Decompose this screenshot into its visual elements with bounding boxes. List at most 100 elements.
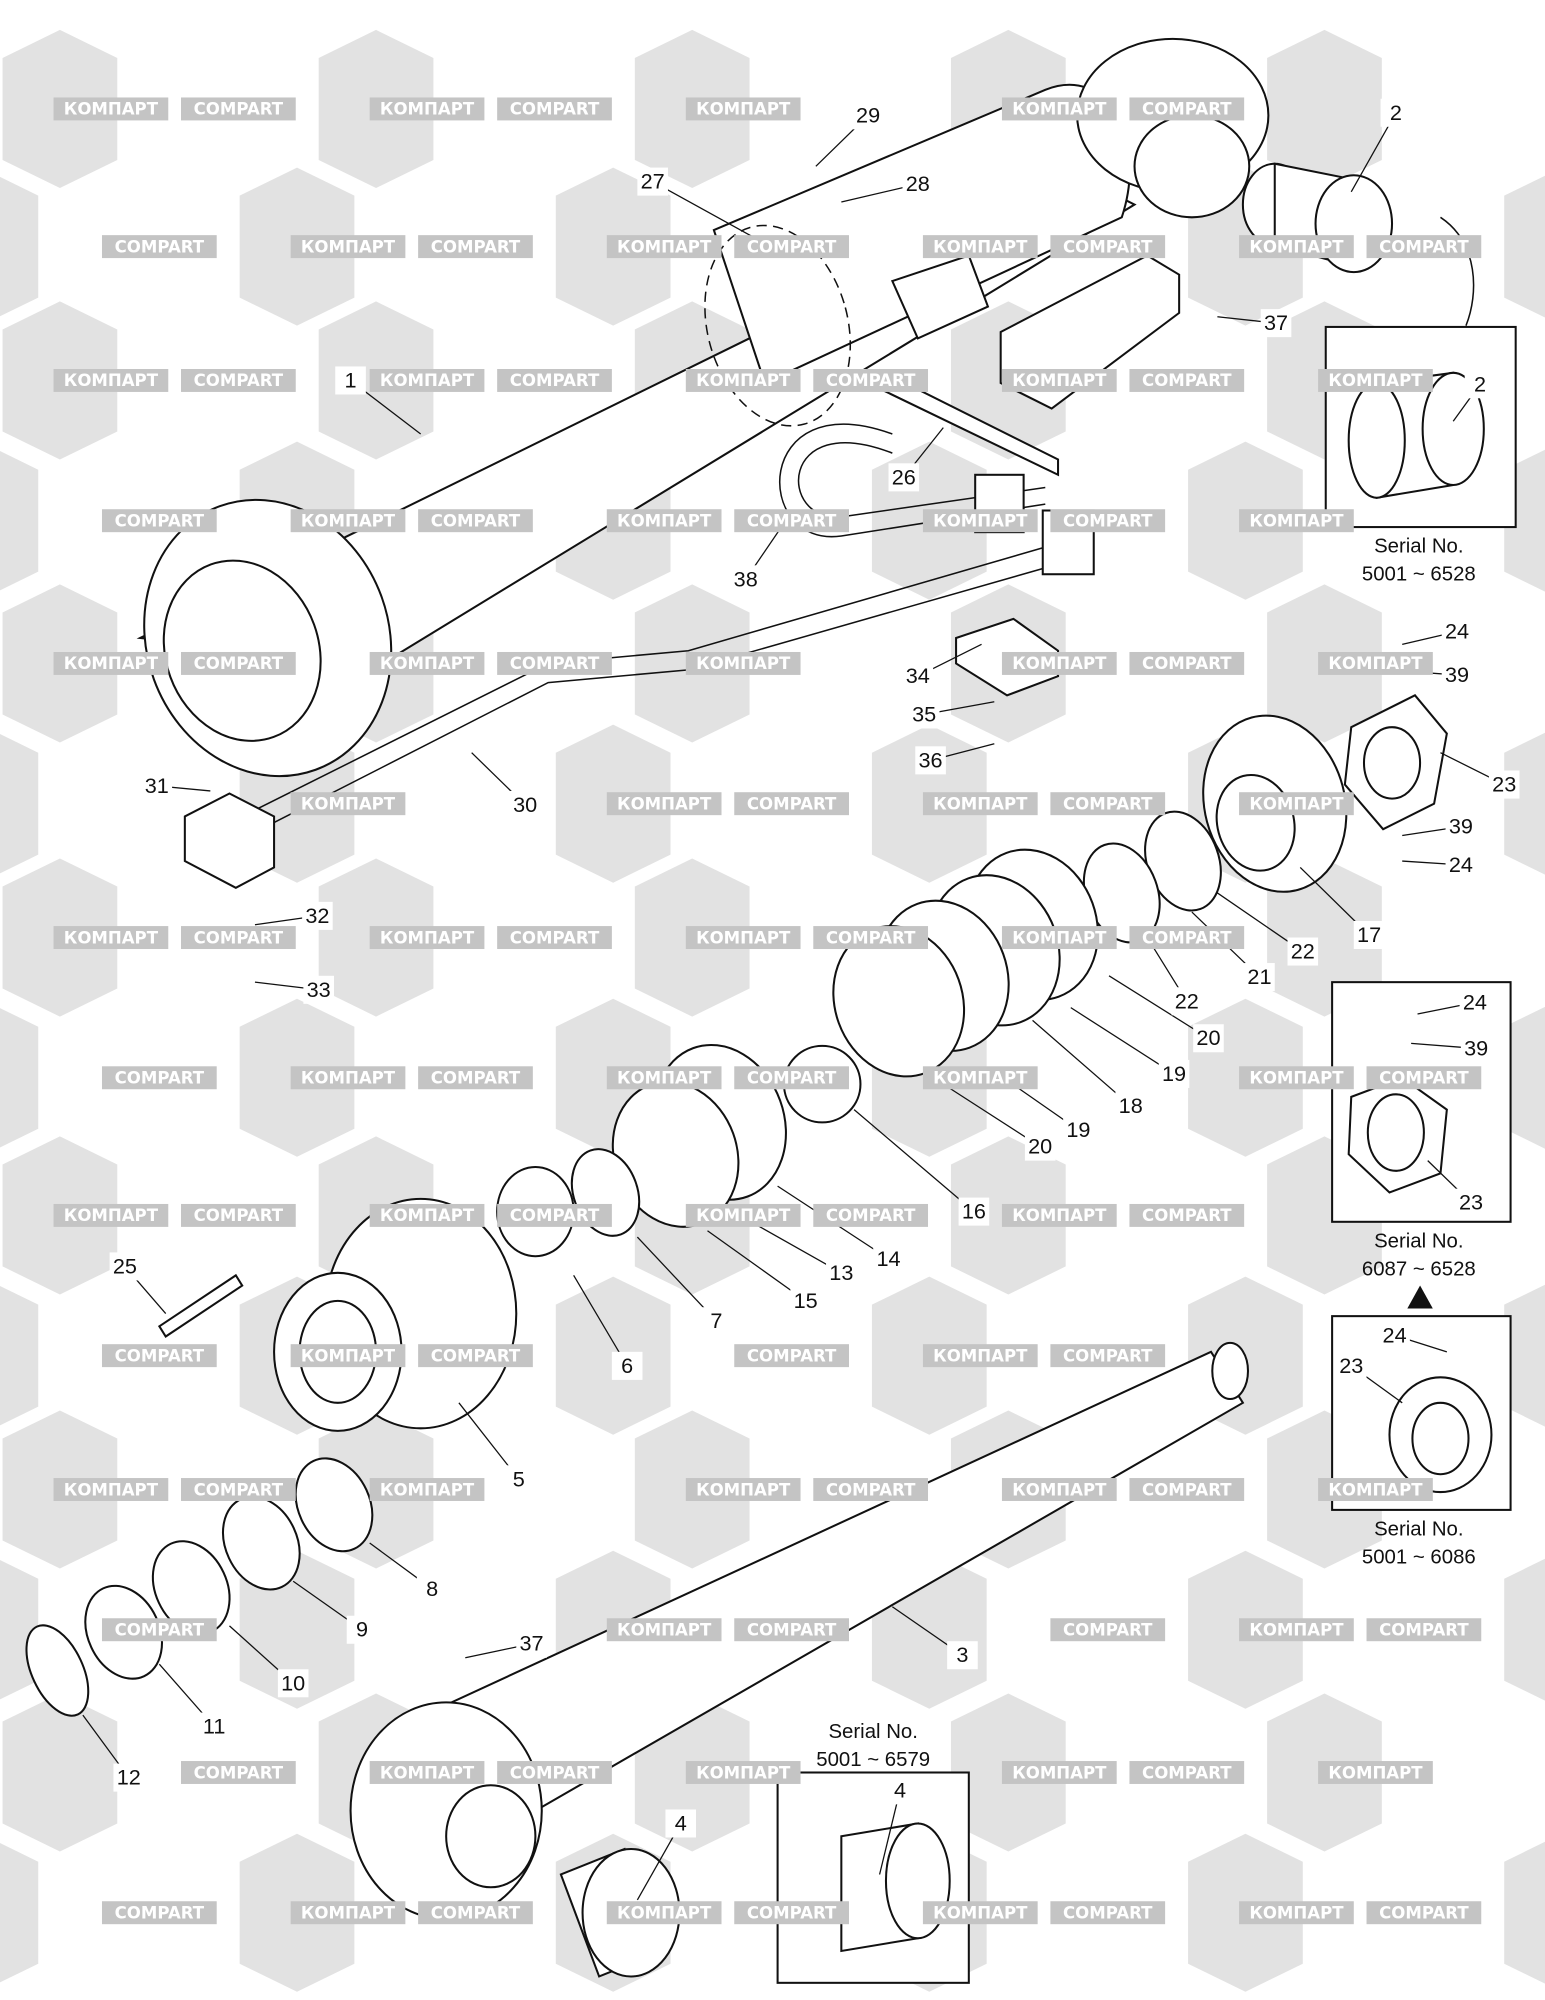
- serial-range: 5001 ~ 6086: [1362, 1546, 1476, 1568]
- watermark-logo: КОМПАРТ: [1001, 1203, 1117, 1227]
- bushing-2-inset: [1347, 371, 1485, 499]
- watermark-band: [101, 1066, 217, 1090]
- watermark-band: [1318, 1478, 1433, 1501]
- callout-number-38: 38: [734, 566, 758, 591]
- nut-23-inset: [1347, 1076, 1448, 1194]
- watermark-text: КОМПАРТ: [617, 1621, 712, 1640]
- watermark-band: [1129, 1478, 1245, 1501]
- watermark-band: [1001, 1203, 1117, 1227]
- watermark-logo: КОМПАРТ: [53, 1478, 169, 1501]
- callout-number-5: 5: [513, 1466, 525, 1491]
- watermark-text: КОМПАРТ: [380, 1480, 475, 1499]
- watermark-text: COMPART: [510, 371, 600, 390]
- watermark-logo: COMPART: [734, 1066, 849, 1090]
- watermark-text: КОМПАРТ: [1328, 1480, 1423, 1499]
- watermark-text: КОМПАРТ: [1012, 654, 1107, 673]
- watermark-logo: COMPART: [1129, 368, 1245, 392]
- watermark-text: КОМПАРТ: [696, 371, 791, 390]
- callout-number-30: 30: [513, 792, 537, 817]
- watermark-logo: COMPART: [418, 1901, 533, 1925]
- watermark-band: [813, 1478, 929, 1501]
- callout-number-36: 36: [919, 747, 943, 772]
- watermark-band: [1318, 368, 1433, 392]
- watermark-band: [53, 651, 169, 675]
- watermark-band: [1366, 1066, 1482, 1090]
- watermark-text: КОМПАРТ: [933, 1069, 1028, 1088]
- watermark-logo: КОМПАРТ: [1239, 1901, 1354, 1925]
- watermark-logo: COMPART: [101, 1344, 217, 1368]
- callout-bg: [1171, 987, 1203, 1016]
- watermark-text: КОМПАРТ: [380, 928, 475, 947]
- watermark-logo: COMPART: [497, 1761, 612, 1784]
- callout-bg: [637, 167, 668, 196]
- watermark-band: [497, 1761, 612, 1784]
- watermark-text: КОМПАРТ: [1249, 1621, 1344, 1640]
- callout-bg: [1455, 1188, 1487, 1217]
- watermark-logo: COMPART: [1366, 1066, 1482, 1090]
- watermark-text: COMPART: [115, 1346, 205, 1365]
- watermark-text: КОМПАРТ: [64, 928, 159, 947]
- watermark-text: КОМПАРТ: [1249, 511, 1344, 530]
- watermark-band: [181, 926, 296, 950]
- watermark-logo: КОМПАРТ: [606, 235, 722, 259]
- watermark-text: КОМПАРТ: [696, 928, 791, 947]
- watermark-text: COMPART: [1379, 1621, 1469, 1640]
- watermark-text: COMPART: [194, 928, 284, 947]
- watermark-text: КОМПАРТ: [617, 1069, 712, 1088]
- watermark-logo: COMPART: [734, 1901, 849, 1925]
- watermark-logo: COMPART: [1050, 235, 1166, 259]
- watermark-logo: КОМПАРТ: [922, 235, 1038, 259]
- watermark-text: КОМПАРТ: [1328, 1763, 1423, 1782]
- callout-bg: [416, 1574, 448, 1603]
- watermark-text: КОМПАРТ: [1328, 371, 1423, 390]
- watermark-text: КОМПАРТ: [64, 100, 159, 119]
- callout-bg: [1380, 98, 1412, 127]
- watermark-text: КОМПАРТ: [380, 371, 475, 390]
- watermark-text: COMPART: [194, 371, 284, 390]
- watermark-text: COMPART: [510, 1763, 600, 1782]
- watermark-logo: КОМПАРТ: [606, 1066, 722, 1090]
- watermark-logo: КОМПАРТ: [1318, 1761, 1433, 1784]
- callout-bg: [826, 1258, 857, 1287]
- watermark-band: [685, 1761, 801, 1784]
- watermark-logo: COMPART: [1129, 1478, 1245, 1501]
- watermark-text: КОМПАРТ: [380, 100, 475, 119]
- callout-number-13: 13: [829, 1260, 853, 1285]
- watermark-band: [922, 1344, 1038, 1368]
- watermark-logo: КОМПАРТ: [685, 97, 801, 121]
- callout-bg: [884, 1776, 916, 1805]
- watermark-band: [1239, 1901, 1354, 1925]
- watermark-logo: COMPART: [1050, 509, 1166, 533]
- watermark-text: КОМПАРТ: [933, 511, 1028, 530]
- callout-bg: [303, 975, 334, 1004]
- watermark-band: [813, 1203, 929, 1227]
- serial-range: 6087 ~ 6528: [1362, 1258, 1476, 1280]
- watermark-text: КОМПАРТ: [696, 1480, 791, 1499]
- watermark-band: [497, 368, 612, 392]
- watermark-logo: COMPART: [497, 1203, 612, 1227]
- watermark-band: [369, 1478, 485, 1501]
- watermark-text: COMPART: [1142, 100, 1232, 119]
- leader-line: [942, 1083, 1041, 1148]
- watermark-band: [1129, 926, 1245, 950]
- watermark-logo: COMPART: [497, 651, 612, 675]
- watermark-band: [685, 926, 801, 950]
- watermark-band: [369, 97, 485, 121]
- watermark-text: COMPART: [194, 100, 284, 119]
- watermark-band: [290, 235, 406, 259]
- watermark-logo: КОМПАРТ: [1001, 926, 1117, 950]
- watermark-band: [606, 1618, 722, 1642]
- callout-bg: [1335, 1351, 1367, 1380]
- watermark-band: [1239, 509, 1354, 533]
- watermark-band: [734, 1344, 849, 1368]
- watermark-text: КОМПАРТ: [301, 1346, 396, 1365]
- watermark-logo: COMPART: [1129, 97, 1245, 121]
- watermark-logo: КОМПАРТ: [53, 368, 169, 392]
- watermark-logo: COMPART: [497, 368, 612, 392]
- watermark-logo: КОМПАРТ: [369, 368, 485, 392]
- callout-number-3: 3: [956, 1642, 968, 1667]
- callout-number-23: 23: [1339, 1353, 1363, 1378]
- watermark-text: КОМПАРТ: [1012, 1206, 1107, 1225]
- watermark-band: [497, 97, 612, 121]
